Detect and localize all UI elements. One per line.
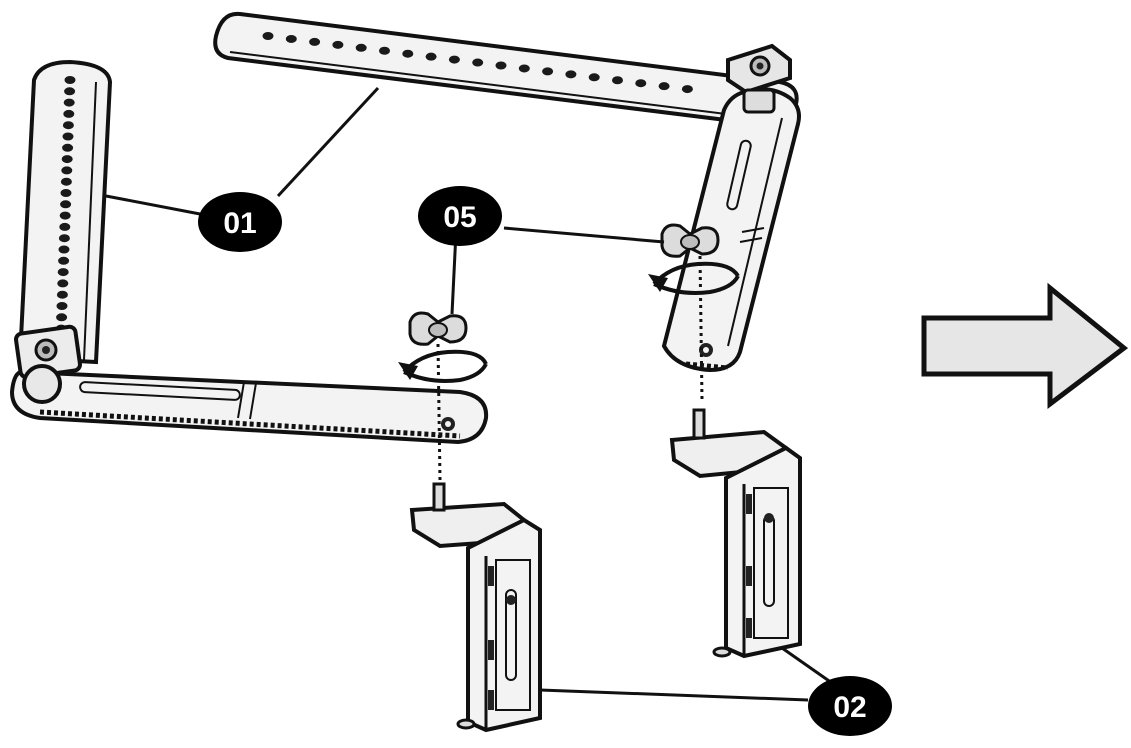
wing-nut-right <box>660 223 720 258</box>
top-arm-hole <box>379 46 390 55</box>
left-arm-hole <box>56 290 68 299</box>
top-arm-hole <box>495 61 507 70</box>
left-arm-hole <box>57 279 69 288</box>
top-arm-hole <box>262 32 274 40</box>
top-arm-hole <box>518 64 530 73</box>
rotate-clockwise-icon <box>648 261 740 295</box>
top-arm-hole <box>355 43 367 52</box>
top-arm-hole <box>472 58 484 67</box>
arrow-right-icon <box>921 282 1129 410</box>
left-arm-hole <box>59 222 71 231</box>
left-arm-hole <box>64 76 76 84</box>
callout-01-label: 01 <box>223 207 256 240</box>
left-arm <box>17 59 113 365</box>
assembly-axis-lines <box>436 255 704 481</box>
left-arm-hole <box>62 121 74 130</box>
left-arm-hole <box>63 98 75 107</box>
top-arm-hole <box>402 49 414 58</box>
right-arm <box>661 87 801 373</box>
wing-nut-left <box>408 311 468 346</box>
top-arm-holes <box>262 32 693 94</box>
callout-02: 02 <box>808 676 892 736</box>
top-arm-hole <box>565 70 577 79</box>
top-arm-hole <box>681 85 693 94</box>
left-arm-hole <box>60 189 72 197</box>
bracket-right <box>669 408 802 659</box>
left-arm-hole <box>58 245 70 254</box>
top-arm-hole <box>285 34 297 43</box>
left-arm-hole <box>59 211 71 220</box>
left-arm-hole <box>56 313 68 322</box>
left-arm-hole <box>61 166 73 175</box>
top-arm-hole <box>635 79 647 88</box>
rotate-clockwise-icon <box>398 349 488 383</box>
left-arm-hole <box>57 268 69 277</box>
top-arm <box>213 11 799 131</box>
left-arm-hole <box>62 132 74 141</box>
bottom-arm <box>9 369 489 445</box>
callout-05-label: 05 <box>443 201 476 234</box>
left-arm-hole <box>60 200 72 209</box>
corner-knob-left <box>14 324 82 404</box>
left-arm-hole <box>58 234 70 243</box>
left-arm-hole <box>61 155 73 164</box>
top-arm-hole <box>425 52 437 61</box>
left-arm-hole <box>60 177 72 186</box>
top-arm-hole <box>332 40 344 49</box>
bracket-left <box>409 482 542 733</box>
top-arm-hole <box>448 55 460 64</box>
left-arm-hole <box>63 109 75 118</box>
top-arm-hole <box>542 67 554 76</box>
top-arm-hole <box>658 82 670 91</box>
callout-01: 01 <box>198 192 282 252</box>
callout-05: 05 <box>418 186 502 246</box>
left-arm-hole <box>62 143 74 152</box>
left-arm-hole <box>64 87 76 96</box>
top-arm-hole <box>612 76 623 85</box>
top-arm-hole <box>309 37 321 46</box>
top-arm-hole <box>588 73 600 82</box>
corner-knob-right <box>726 43 792 114</box>
left-arm-hole <box>56 302 68 310</box>
callout-02-label: 02 <box>833 691 866 724</box>
left-arm-hole <box>58 256 70 265</box>
